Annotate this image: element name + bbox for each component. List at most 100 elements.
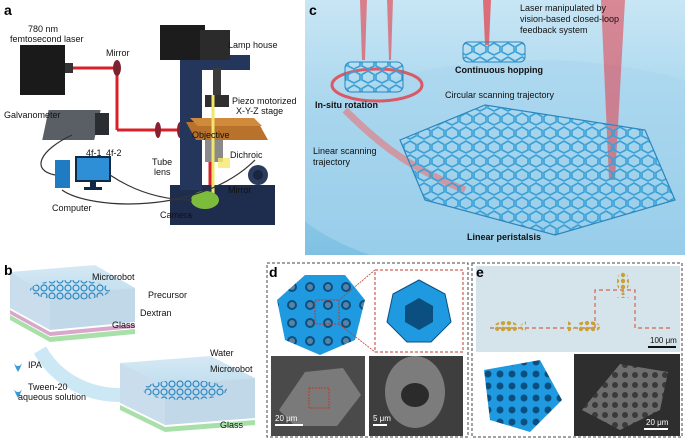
label-mirror-top: Mirror — [106, 48, 130, 58]
label-circular: Circular scanning trajectory — [445, 90, 555, 100]
label-microrobot: Microrobot — [92, 272, 135, 282]
stage-plate — [190, 118, 262, 126]
galvanometer-cap — [95, 113, 109, 135]
panel-d: d 20 μm 5 μm — [265, 260, 470, 439]
panel-a: a — [0, 0, 305, 255]
xyz-stage — [186, 122, 268, 140]
e-optical-image — [476, 266, 680, 352]
d-sem-zoom — [308, 387, 330, 409]
label-lens: lens — [154, 167, 171, 177]
d-sem-left-structure — [279, 368, 361, 426]
panel-d-illustration — [266, 262, 469, 438]
robot-hopping — [462, 41, 526, 63]
panel-a-illustration — [20, 25, 275, 225]
cable-stage — [61, 159, 256, 205]
e-scalebar-2 — [644, 428, 668, 430]
label-objective: Objective — [192, 130, 230, 140]
dextran-layer — [10, 310, 135, 336]
dichroic-shape — [218, 158, 230, 168]
computer-monitor — [75, 156, 111, 182]
computer-stand — [90, 181, 96, 187]
panel-b-illustration — [10, 265, 255, 432]
label-computer: Computer — [52, 203, 92, 213]
d-zoom-line-1 — [338, 269, 376, 301]
microscope-base — [170, 185, 275, 225]
label-lamp-house: Lamp house — [228, 40, 278, 50]
e-scalebar-1 — [648, 346, 676, 348]
label-laser-manip-3: feedback system — [520, 25, 588, 35]
camera-shape — [191, 191, 219, 209]
label-microrobot-2: Microrobot — [210, 364, 253, 374]
panel-c-illustration — [305, 0, 685, 255]
label-stage-2: X-Y-Z stage — [236, 106, 284, 116]
e-fish-left — [494, 321, 526, 333]
d-scalebar-1-label: 20 μm — [275, 414, 298, 423]
panel-b: b Microrobot Precursor Dextran Glass IPA… — [0, 260, 265, 439]
focus-knob-inner — [253, 170, 263, 180]
computer-stand-base — [84, 187, 102, 190]
d-border — [266, 262, 469, 438]
label-stage-1: Piezo motorized — [232, 96, 297, 106]
glass-layer — [10, 315, 135, 342]
d-zoom-box — [314, 299, 340, 325]
label-ipa: IPA — [28, 360, 42, 370]
e-sem-fish — [582, 364, 668, 430]
d-sem-right-hole — [401, 383, 429, 407]
label-laser-1: 780 nm — [28, 24, 59, 34]
laser-beam-left-1 — [360, 0, 367, 60]
lamp-house-shape — [160, 25, 205, 60]
e-scalebar-1-label: 100 μm — [650, 336, 677, 345]
cable-galv — [40, 134, 73, 176]
illuminator — [213, 68, 221, 96]
computer-tower — [55, 160, 70, 188]
label-laser-manip-1: Laser manipulated by — [520, 3, 607, 13]
microrobot-top — [30, 280, 110, 300]
label-mirror-bottom: Mirror — [228, 185, 252, 195]
d-scalebar-2 — [373, 424, 387, 426]
d-unit-cell-hole — [405, 298, 433, 330]
lamp-house-head — [200, 30, 230, 60]
label-dextran: Dextran — [140, 308, 172, 318]
d-scalebar-1 — [275, 424, 303, 426]
panel-a-letter: a — [4, 2, 12, 18]
block-bottom-top — [120, 356, 255, 385]
e-fish-middle — [568, 321, 600, 333]
label-laser-manip-2: vision-based closed-loop — [520, 14, 620, 24]
panel-e: e 100 μm 20 μm — [470, 260, 685, 439]
lens-4f-1 — [155, 122, 161, 138]
process-arrow — [33, 346, 121, 402]
label-precursor: Precursor — [148, 290, 188, 300]
laser-source — [20, 45, 65, 95]
label-glass-2: Glass — [220, 420, 244, 430]
panel-d-letter: d — [269, 264, 278, 280]
label-camera: Camera — [160, 210, 193, 220]
e-border — [471, 262, 683, 438]
mirror-top-shape — [113, 60, 121, 76]
panel-e-illustration — [471, 262, 683, 438]
label-water: Water — [210, 348, 234, 358]
label-tween-1: Tween-20 — [28, 382, 68, 392]
panel-c: c Laser manipulated by vision-based clos… — [305, 0, 685, 255]
galvanometer-shape — [42, 110, 101, 140]
glass-layer-bottom — [120, 405, 255, 432]
label-4f-1: 4f-1 — [86, 148, 102, 158]
label-tween-2: aqueous solution — [18, 392, 87, 402]
tween-droplet-icon — [14, 388, 22, 398]
robot-peristalsis — [399, 104, 676, 236]
robot-rotation — [344, 61, 404, 93]
label-dichroic: Dichroic — [230, 150, 263, 160]
label-laser-2: femtosecond laser — [10, 34, 84, 44]
cable-cam — [109, 174, 193, 201]
d-zoom-line-2 — [338, 323, 376, 353]
laser-beam-hop — [483, 0, 491, 45]
block-top-front — [10, 272, 50, 330]
condenser — [205, 95, 229, 107]
d-lattice-render — [277, 275, 365, 355]
ipa-droplet-icon — [14, 362, 22, 372]
panel-c-letter: c — [309, 2, 317, 18]
label-glass: Glass — [112, 320, 136, 330]
label-in-situ-rotation: In-situ rotation — [315, 100, 378, 110]
label-linear-peristalsis: Linear peristalsis — [467, 232, 542, 242]
d-scalebar-2-label: 5 μm — [373, 414, 391, 423]
laser-beam-left-2 — [387, 0, 393, 60]
